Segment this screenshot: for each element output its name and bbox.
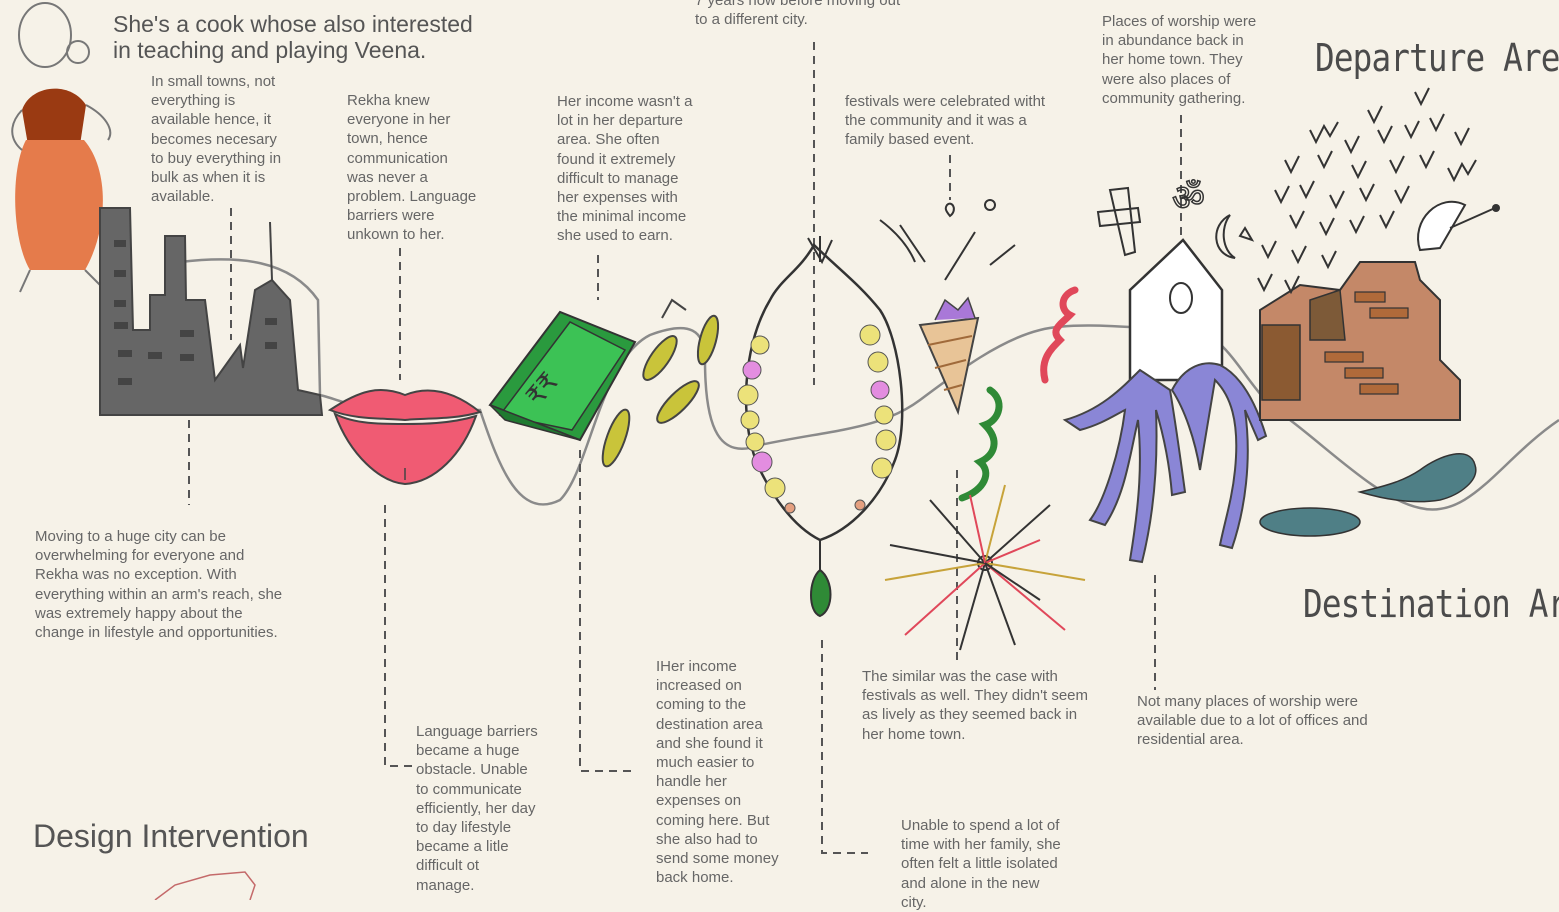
departure-note-worship: Places of worship were in abundance back… bbox=[1102, 12, 1256, 108]
om-symbol-icon: ॐ bbox=[1172, 178, 1205, 219]
city-skyline-icon bbox=[100, 208, 322, 415]
village-houses-icon bbox=[1260, 202, 1500, 420]
departure-area-title: Departure Area bbox=[1315, 36, 1559, 80]
confetti-red-icon bbox=[1044, 290, 1075, 380]
temple-building-icon bbox=[1130, 240, 1222, 380]
destination-note-income: IHer income increased on coming to the d… bbox=[656, 657, 779, 887]
timeline-text: 7 years now before moving out to a diffe… bbox=[695, 0, 900, 29]
destination-note-family: Unable to spend a lot of time with her f… bbox=[901, 816, 1061, 912]
pond-icon bbox=[1260, 508, 1360, 536]
destination-note-city: Moving to a huge city can be overwhelmin… bbox=[35, 527, 282, 642]
departure-note-festivals: festivals were celebrated witht the comm… bbox=[845, 92, 1045, 150]
destination-note-festivals: The similar was the case with festivals … bbox=[862, 667, 1088, 744]
crescent-star-icon bbox=[1216, 215, 1252, 258]
community-people-icon bbox=[1065, 363, 1266, 562]
satellite-dish-icon bbox=[1418, 202, 1465, 250]
departure-note-income: Her income wasn't a lot in her departure… bbox=[557, 92, 692, 246]
destination-note-worship: Not many places of worship were availabl… bbox=[1137, 692, 1368, 750]
woman-figure-icon bbox=[12, 3, 110, 292]
destination-note-language: Language barriers became a huge obstacle… bbox=[416, 722, 538, 895]
lake-icon bbox=[1360, 454, 1476, 502]
flower-garland-icon bbox=[738, 236, 902, 616]
coins-icon bbox=[597, 300, 722, 469]
destination-area-title: Destination Area bbox=[1303, 582, 1559, 626]
sketch-fragment-icon bbox=[155, 872, 255, 900]
departure-note-communication: Rekha knew everyone in her town, hence c… bbox=[347, 91, 476, 245]
firework-icon bbox=[885, 485, 1085, 650]
design-intervention-heading: Design Intervention bbox=[33, 818, 309, 855]
cross-symbol-icon bbox=[1098, 188, 1140, 255]
departure-note-bulk-buying: In small towns, not everything is availa… bbox=[151, 72, 281, 206]
intro-text: She's a cook whose also interested in te… bbox=[113, 11, 473, 63]
lips-icon bbox=[330, 390, 480, 484]
confetti-green-icon bbox=[962, 390, 999, 498]
